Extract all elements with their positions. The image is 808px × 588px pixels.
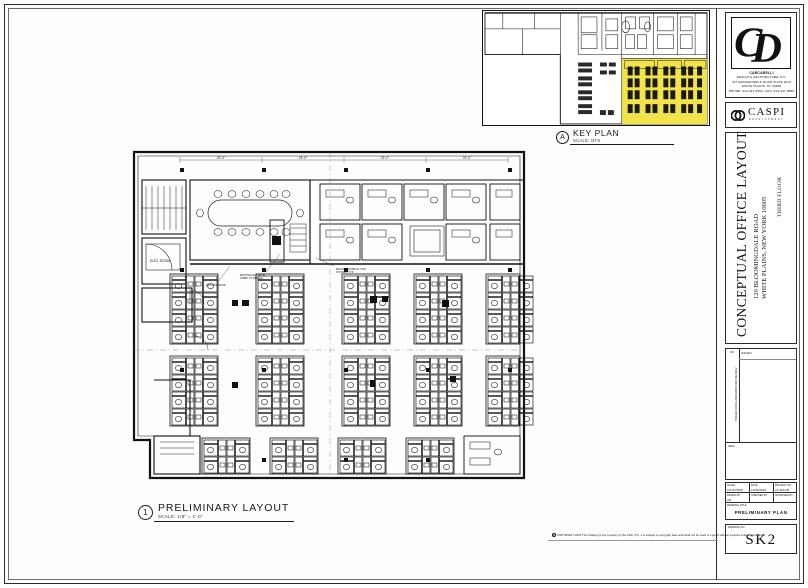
svg-text:MOUNTED DISPLAY UNIT: MOUNTED DISPLAY UNIT xyxy=(336,268,367,271)
copyright-icon: C xyxy=(552,533,556,537)
copyright-underline xyxy=(548,540,718,541)
seal-block: SEAL xyxy=(725,442,797,480)
project-title-stack: CONCEPTUAL OFFICE LAYOUT 120 BLOOMINGDAL… xyxy=(726,131,798,345)
floor-plan-title: PRELIMINARY LAYOUT xyxy=(158,502,290,514)
revision-rule xyxy=(739,359,796,360)
project-title: CONCEPTUAL OFFICE LAYOUT xyxy=(734,131,749,337)
project-no-key: PROJECT NO. xyxy=(775,483,792,487)
date-value: 10/11/2024 xyxy=(751,488,767,492)
sheet-inner-border xyxy=(8,8,800,580)
architect-discipline: DESIGN & ARCHITECTURE, P.C. xyxy=(736,75,787,80)
floor-plan-graphic: 25'-0" 25'-0" 25'-0" 25'-0" ELEC. ROOM xyxy=(132,150,540,480)
architect-phone: PHONE: 914-437-8354 / FAX: 914-437-4855 xyxy=(728,88,795,93)
drawing-number-block: DRAWING NO. SK2 xyxy=(725,524,797,554)
drawn-by-cell: DRAWN BY AR xyxy=(726,493,750,502)
checked-by-cell: CHECKED BY xyxy=(750,493,774,502)
architect-address-1: 247 MAMARONECK ROAD SUITE 2010 xyxy=(731,79,792,84)
svg-text:25'-0": 25'-0" xyxy=(299,156,308,160)
project-no-value: 21-000-00 xyxy=(775,488,790,492)
key-plan-callout-tag: A xyxy=(556,131,569,144)
svg-text:ON WALL, TYP.: ON WALL, TYP. xyxy=(336,271,354,274)
floor-plan-callout: 1 PRELIMINARY LAYOUT SCALE: 1/8" = 1'-0" xyxy=(138,502,318,524)
date-key: DATE xyxy=(751,483,758,487)
data-row-scale: SCALE AS NOTED DATE 10/11/2024 PROJECT N… xyxy=(726,483,796,493)
architect-logo-block: C D CARCARELLI DESIGN & ARCHITECTURE, P.… xyxy=(725,12,797,98)
approved-by-key: APPROVED BY xyxy=(775,493,793,497)
drawing-data-block: SCALE AS NOTED DATE 10/11/2024 PROJECT N… xyxy=(725,482,797,520)
revision-divider xyxy=(739,349,740,465)
floor-plan-underline xyxy=(154,521,294,522)
copyright-text: COPYRIGHT 2024 This drawing is the prope… xyxy=(557,533,766,537)
floor-plan-scale: SCALE: 1/8" = 1'-0" xyxy=(158,514,203,519)
floor-plan-drawing: 25'-0" 25'-0" 25'-0" 25'-0" ELEC. ROOM xyxy=(120,140,540,490)
caspi-mark-icon xyxy=(731,110,745,121)
key-plan-scale: SCALE: NTS xyxy=(573,138,601,143)
drawn-by-value: AR xyxy=(727,498,732,502)
seal-label: SEAL xyxy=(728,444,736,448)
project-no-cell: PROJECT NO. 21-000-00 xyxy=(774,483,796,493)
architect-name: CARCARELLI xyxy=(749,71,774,75)
revision-entry-1: ISSUED FOR LANDLORD FOR REVIEW xyxy=(734,367,738,421)
project-floor: THIRD FLOOR xyxy=(777,176,783,217)
key-plan-underline xyxy=(570,144,674,145)
scale-key: SCALE xyxy=(727,483,736,487)
architect-info: CARCARELLI DESIGN & ARCHITECTURE, P.C. 2… xyxy=(728,71,795,93)
sheet-outer-border xyxy=(4,4,804,584)
client-logo-block: CASPI DEVELOPMENT xyxy=(725,102,797,128)
approved-by-cell: APPROVED BY xyxy=(774,493,796,502)
project-title-block: CONCEPTUAL OFFICE LAYOUT 120 BLOOMINGDAL… xyxy=(725,131,798,345)
svg-text:25'-0": 25'-0" xyxy=(463,156,472,160)
drawing-title-key: DRAWING TITLE xyxy=(727,503,747,507)
client-name: CASPI xyxy=(748,106,786,118)
svg-text:ELEC. ROOM: ELEC. ROOM xyxy=(150,259,170,263)
floor-plan-callout-tag: 1 xyxy=(138,505,153,520)
drawing-number-value: SK2 xyxy=(745,532,777,548)
key-plan-drawing xyxy=(482,10,710,126)
key-plan-graphic xyxy=(484,12,708,125)
drawing-title-cell: DRAWING TITLE PRELIMINARY PLAN xyxy=(726,503,796,519)
key-plan-callout: A KEY PLAN SCALE: NTS xyxy=(556,128,706,148)
drawing-title-value: PRELIMINARY PLAN xyxy=(734,510,788,515)
client-subtitle: DEVELOPMENT xyxy=(749,118,785,121)
checked-by-key: CHECKED BY xyxy=(751,493,768,497)
scale-cell: SCALE AS NOTED xyxy=(726,483,750,492)
date-cell: DATE 10/11/2024 xyxy=(750,483,774,492)
key-plan-frame xyxy=(482,10,710,126)
cd-monogram-icon: C D xyxy=(731,17,791,72)
revision-header-no: NO. xyxy=(729,351,736,354)
svg-text:25'-0": 25'-0" xyxy=(217,156,226,160)
revision-header-issued: ISSUED xyxy=(741,352,752,355)
architect-address-2: WHITE PLAINS, NY 10605 xyxy=(741,84,782,89)
title-block: C D CARCARELLI DESIGN & ARCHITECTURE, P.… xyxy=(716,8,800,580)
svg-text:C: C xyxy=(734,19,763,66)
data-row-signoff: DRAWN BY AR CHECKED BY APPROVED BY xyxy=(726,493,796,503)
key-plan-title: KEY PLAN xyxy=(573,128,620,138)
drawn-by-key: DRAWN BY xyxy=(727,493,741,497)
svg-text:25'-0": 25'-0" xyxy=(381,156,390,160)
cd-monogram-svg: C D xyxy=(734,19,782,72)
scale-value: AS NOTED xyxy=(727,488,743,492)
svg-text:LOBBY TO REMAIN: LOBBY TO REMAIN xyxy=(240,277,263,280)
svg-text:EXISTING STAIR: EXISTING STAIR xyxy=(206,284,226,287)
svg-text:D: D xyxy=(750,25,782,68)
svg-text:EXISTING ELEVATOR: EXISTING ELEVATOR xyxy=(240,274,265,277)
drawing-number-key: DRAWING NO. xyxy=(728,526,746,529)
project-address-2: WHITE PLAINS, NEW YORK 10605 xyxy=(761,196,768,299)
